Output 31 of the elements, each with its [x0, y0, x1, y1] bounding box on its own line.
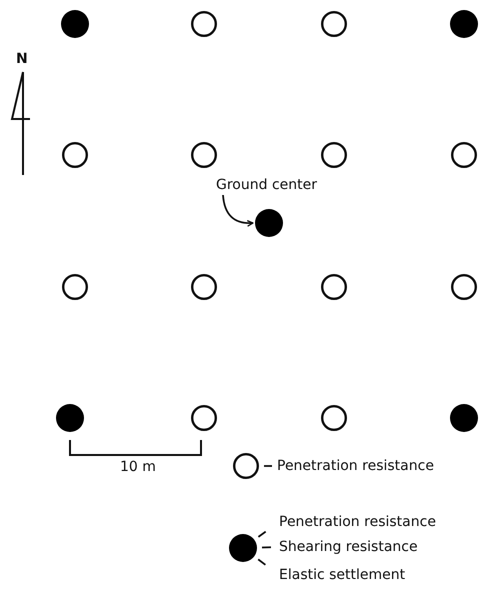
open-test-point — [321, 274, 347, 300]
filled-test-point — [56, 404, 84, 432]
filled-test-point — [450, 10, 478, 38]
open-test-point — [191, 405, 217, 431]
leader-line — [264, 465, 272, 467]
filled-test-point — [450, 404, 478, 432]
open-test-point — [451, 142, 477, 168]
filled-test-point — [255, 209, 283, 237]
open-test-point — [62, 142, 88, 168]
arrow — [222, 194, 254, 227]
node-label: Ground center — [216, 177, 317, 193]
open-test-point — [321, 11, 347, 37]
node-label: Shearing resistance — [279, 539, 418, 555]
open-test-point — [62, 274, 88, 300]
leader-line — [258, 558, 266, 566]
open-test-point — [451, 274, 477, 300]
open-test-point — [191, 142, 217, 168]
open-test-point — [191, 274, 217, 300]
leader-line — [262, 546, 272, 548]
node-label: Elastic settlement — [279, 567, 406, 583]
north-label: N — [16, 51, 28, 67]
node-label: Penetration resistance — [279, 514, 436, 530]
open-test-point — [321, 142, 347, 168]
open-test-point — [191, 11, 217, 37]
node-label: Penetration resistance — [277, 458, 434, 474]
scale-label: 10 m — [120, 459, 156, 475]
filled-test-point — [229, 534, 257, 562]
open-test-point — [233, 453, 259, 479]
leader-line — [258, 530, 266, 538]
filled-test-point — [61, 10, 89, 38]
open-test-point — [321, 405, 347, 431]
